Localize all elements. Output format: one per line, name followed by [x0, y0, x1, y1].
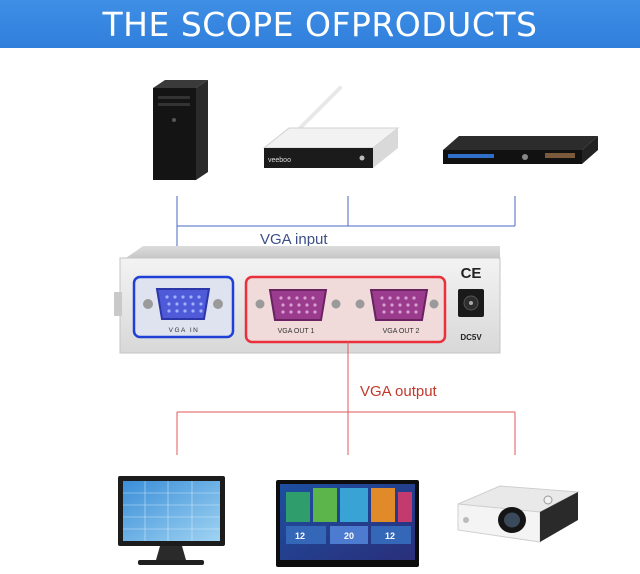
set-top-box-icon: veeboo — [262, 86, 400, 168]
power-label: DC5V — [460, 333, 482, 342]
vga-output-label: VGA output — [360, 383, 438, 400]
vga-out-2-label: VGA OUT 2 — [383, 328, 420, 335]
vga-splitter-device: VGA IN VGA OUT 1 VGA OUT 2 — [114, 246, 501, 354]
vga-out-2-port — [355, 289, 439, 321]
vga-in-label: VGA IN — [169, 327, 200, 334]
dc-power-jack — [458, 289, 484, 317]
tv-tile-number-1: 12 — [295, 531, 305, 541]
vga-input-label: VGA input — [260, 231, 328, 248]
title-banner: THE SCOPE OFPRODUCTS — [0, 0, 640, 48]
projector-icon — [457, 485, 580, 543]
vga-in-port — [143, 288, 223, 320]
vga-out-1-port — [255, 289, 341, 321]
ce-mark: CE — [461, 265, 482, 282]
set-top-box-brand: veeboo — [268, 157, 291, 164]
tv-tile-number-2: 20 — [344, 531, 354, 541]
vga-out-1-label: VGA OUT 1 — [278, 328, 315, 335]
monitor-icon — [118, 476, 225, 565]
tv-tile-number-3: 12 — [385, 531, 395, 541]
dvd-player-icon — [443, 136, 598, 164]
page-title: THE SCOPE OFPRODUCTS — [102, 4, 538, 44]
vga-output-lines — [176, 342, 516, 455]
desktop-tower-icon — [153, 80, 208, 180]
tv-icon: 12 20 12 — [276, 480, 419, 567]
